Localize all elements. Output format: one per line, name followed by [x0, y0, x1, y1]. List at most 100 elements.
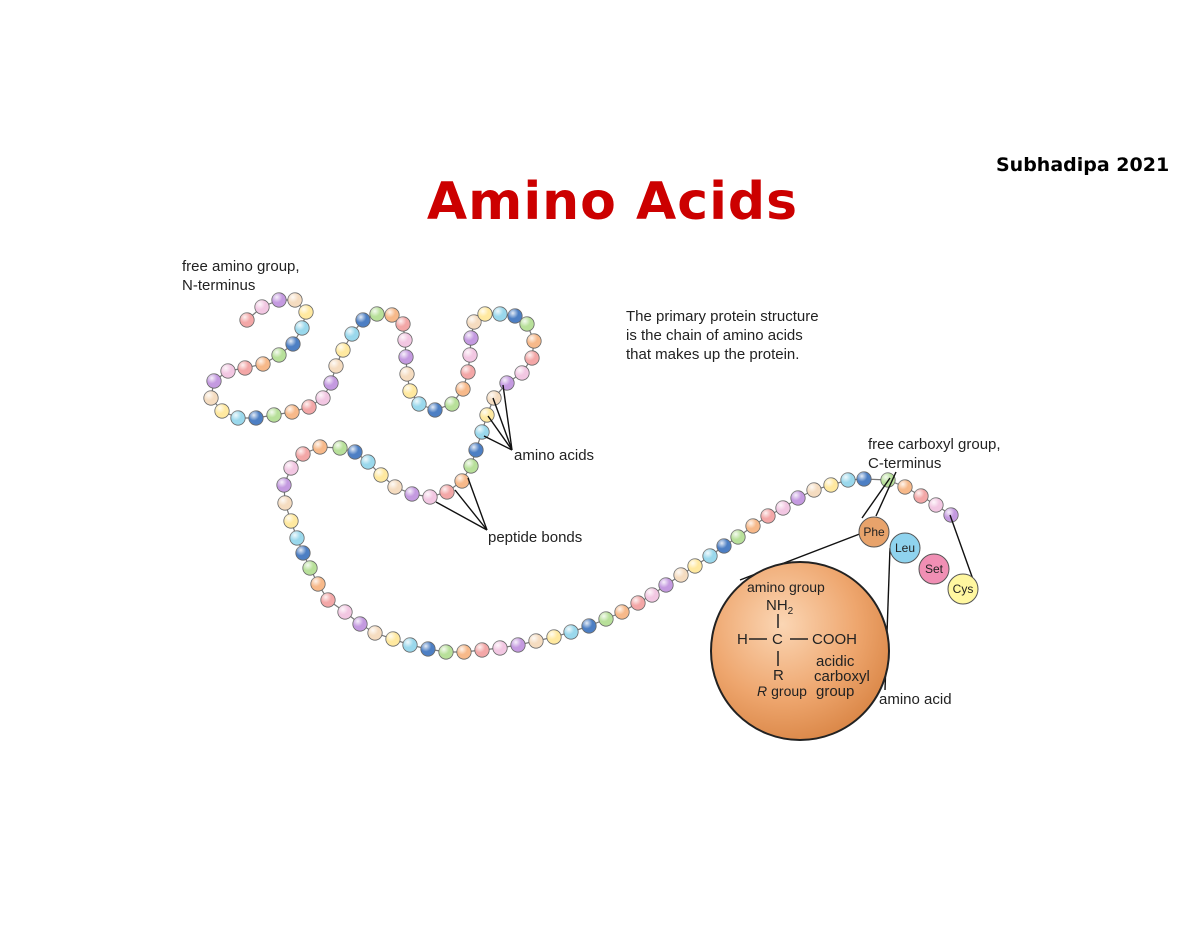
bead-highlight [486, 390, 502, 406]
bead-highlight [352, 616, 368, 632]
description-text: The primary protein structure is the cha… [626, 308, 819, 363]
bead-highlight [499, 375, 515, 391]
bead-highlight [277, 495, 293, 511]
bead-highlight [337, 604, 353, 620]
bead-highlight [295, 545, 311, 561]
bead-highlight [422, 489, 438, 505]
bead-highlight [289, 530, 305, 546]
bead-highlight [411, 396, 427, 412]
amino-group-label: amino group [747, 579, 825, 595]
r-atom: R [773, 667, 784, 684]
bead-highlight [479, 407, 495, 423]
bead-highlight [687, 558, 703, 574]
bead-highlight [312, 439, 328, 455]
bead-highlight [598, 611, 614, 627]
bead-highlight [510, 637, 526, 653]
svg-text:Cys: Cys [953, 582, 974, 596]
residue-phe: Phe [858, 516, 890, 548]
residue-set: Set [918, 553, 950, 585]
bead-highlight [302, 560, 318, 576]
bead-highlight [943, 507, 959, 523]
n-terminus-label: free amino group, N-terminus [182, 258, 300, 294]
bead-highlight [320, 592, 336, 608]
bead-highlight [438, 644, 454, 660]
bead-highlight [463, 458, 479, 474]
bead-highlight [283, 513, 299, 529]
bead-highlight [474, 642, 490, 658]
bead-highlight [581, 618, 597, 634]
bead-highlight [347, 444, 363, 460]
bead-highlight [397, 332, 413, 348]
bead-highlight [439, 484, 455, 500]
structure-bonds [749, 614, 808, 666]
bead-highlight [384, 307, 400, 323]
bead-highlight [271, 292, 287, 308]
bead-highlight [456, 644, 472, 660]
bead-highlight [474, 424, 490, 440]
author-label: Subhadipa 2021 [996, 154, 1170, 176]
bead-highlight [524, 350, 540, 366]
peptide-bonds-pointer-lines [435, 477, 488, 531]
bead-highlight [468, 442, 484, 458]
bead-highlight [856, 471, 872, 487]
bead-highlight [332, 440, 348, 456]
bead-highlight [460, 364, 476, 380]
h-atom: H [737, 631, 748, 648]
bead-highlight [444, 396, 460, 412]
bead-highlight [492, 640, 508, 656]
bead-highlight [398, 349, 414, 365]
bead-highlight [745, 518, 761, 534]
bead-highlight [248, 410, 264, 426]
bead-highlight [206, 373, 222, 389]
bead-highlight [514, 365, 530, 381]
bead-highlight [760, 508, 776, 524]
bead-highlight [335, 342, 351, 358]
bead-highlight [466, 314, 482, 330]
bead-highlight [507, 308, 523, 324]
bead-highlight [840, 472, 856, 488]
bead-highlight [528, 633, 544, 649]
bead-highlight [790, 490, 806, 506]
svg-text:Set: Set [925, 562, 944, 576]
group-label: group [816, 683, 854, 700]
bead-highlight [287, 292, 303, 308]
bead-highlight [420, 641, 436, 657]
bead-highlight [294, 320, 310, 336]
bead-highlight [285, 336, 301, 352]
bead-highlight [454, 473, 470, 489]
bead-highlight [427, 402, 443, 418]
bead-highlight [673, 567, 689, 583]
bead-highlight [716, 538, 732, 554]
bead-highlight [387, 479, 403, 495]
bead-highlight [203, 390, 219, 406]
bead-highlight [328, 358, 344, 374]
bead-highlight [230, 410, 246, 426]
bead-highlight [301, 399, 317, 415]
bead-highlight [823, 477, 839, 493]
bead-highlight [239, 312, 255, 328]
bead-highlight [266, 407, 282, 423]
bead-highlight [630, 595, 646, 611]
bead-highlight [913, 488, 929, 504]
bead-highlight [477, 306, 493, 322]
bead-highlight [730, 529, 746, 545]
nh2-label: NH2 [766, 597, 794, 617]
c-atom: C [772, 631, 783, 648]
bead-highlight [702, 548, 718, 564]
bead-highlight [526, 333, 542, 349]
bead-highlight [283, 460, 299, 476]
bead-highlight [237, 360, 253, 376]
bead-highlight [519, 316, 535, 332]
bead-highlight [385, 631, 401, 647]
bead-highlight [404, 486, 420, 502]
bead-highlight [355, 312, 371, 328]
cooh-label: COOH [812, 631, 857, 648]
bead-highlight [462, 347, 478, 363]
bead-highlight [775, 500, 791, 516]
bead-highlight [563, 624, 579, 640]
bead-highlight [897, 479, 913, 495]
bead-highlight [310, 576, 326, 592]
amino-acids-pointer-lines [483, 384, 513, 451]
